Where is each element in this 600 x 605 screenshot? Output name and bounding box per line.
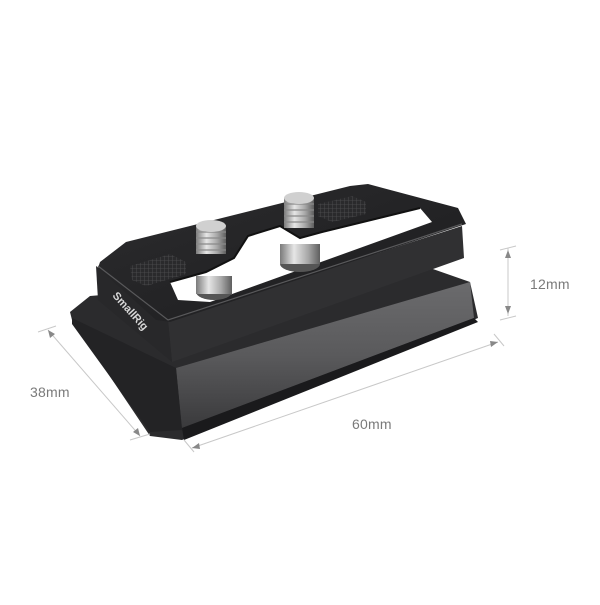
length-dimension-line [191, 341, 499, 449]
knurled-pad-right [318, 196, 366, 222]
screw-right [280, 192, 320, 272]
width-dimension-line [47, 329, 141, 437]
dimension-lines [37, 245, 517, 453]
dimension-arrows [48, 250, 511, 449]
height-dimension-label: 12mm [530, 276, 570, 292]
knurled-pad-left [130, 254, 186, 286]
width-dimension-label: 38mm [30, 384, 70, 400]
screw-left [196, 220, 232, 300]
length-dimension-label: 60mm [352, 416, 392, 432]
